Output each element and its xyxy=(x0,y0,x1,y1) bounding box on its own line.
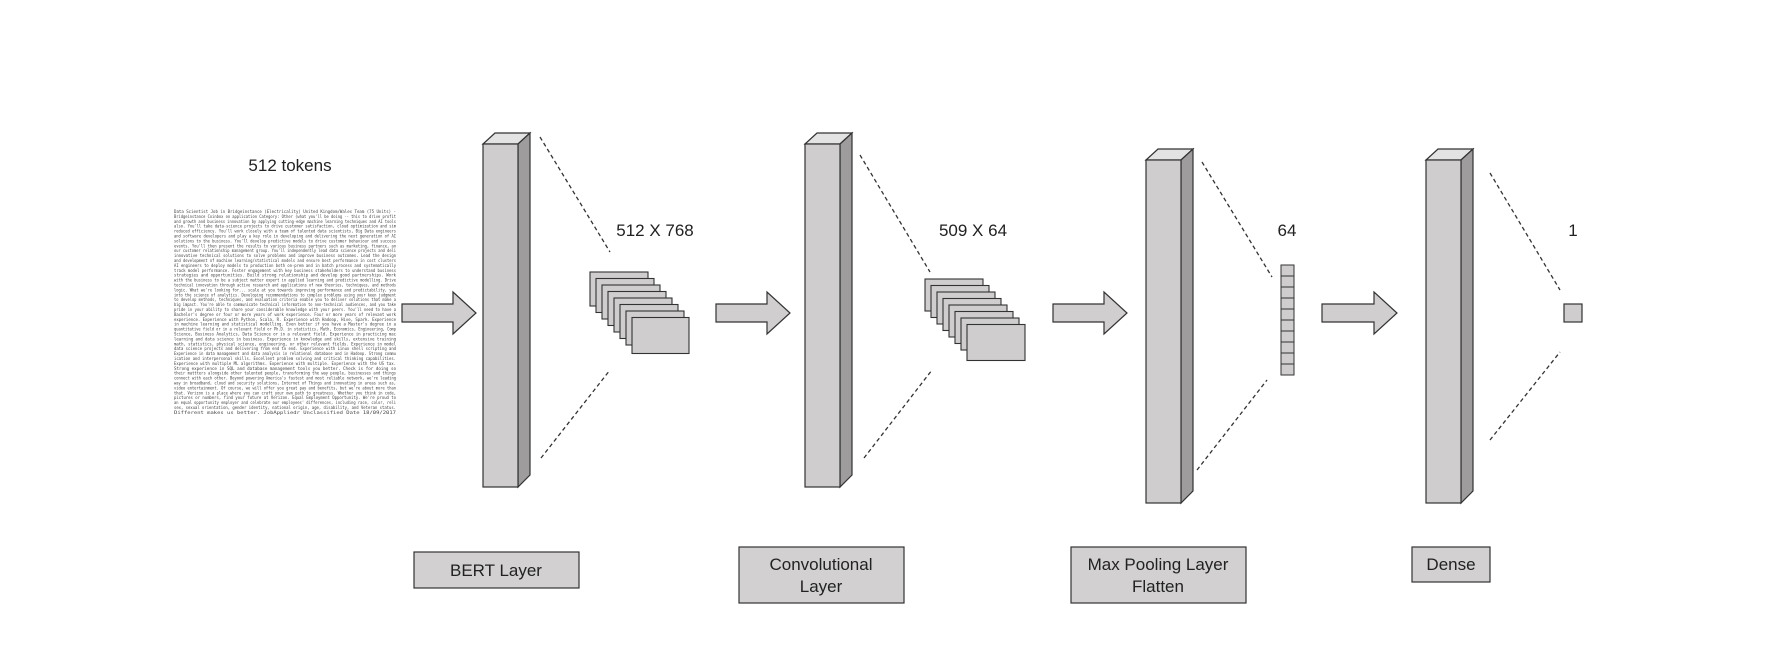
token-count-label: 512 tokens xyxy=(248,156,331,175)
input-text-line: ication and interpersonal skills. Excell… xyxy=(174,356,396,361)
dense-label: Dense xyxy=(1426,555,1475,574)
input-text-line: connect with each other. Beyond powering… xyxy=(174,376,397,381)
input-text-line: solutions to the business. You'll develo… xyxy=(174,238,397,243)
input-text-line: that. Verizon is a place where you can c… xyxy=(174,390,396,395)
input-text-line: Bridgeinstance Coinbox on application Ca… xyxy=(174,214,397,219)
input-text-line: events. You'll then present the results … xyxy=(174,243,397,248)
input-text-line: Different makes us better. JobAppliedr U… xyxy=(174,410,397,415)
bert-label-box: BERT Layer xyxy=(413,551,580,589)
dense-projection-lines xyxy=(1489,172,1561,441)
vector-cell xyxy=(1280,352,1295,365)
max-pooling-label-line-2: Flatten xyxy=(1132,577,1184,596)
dense-output-shape: 1 xyxy=(1568,221,1577,240)
input-text-line: AI engineers to deploy models to product… xyxy=(174,263,397,268)
vector-cell xyxy=(1280,286,1295,299)
bert-label: BERT Layer xyxy=(450,561,542,580)
max-pooling-block xyxy=(1144,147,1195,505)
bert-block xyxy=(481,131,532,489)
input-document: 512 tokens Data Scientist Job in Bridgei… xyxy=(174,156,397,415)
input-text-line: pictures or numbers, find your future at… xyxy=(174,395,397,400)
input-text-line: math, statistics, physical science, engi… xyxy=(174,341,397,346)
input-text-line: logic. What we're looking for... scale a… xyxy=(174,287,397,292)
vector-cell xyxy=(1280,275,1295,288)
dense-label-box: Dense xyxy=(1411,546,1491,583)
input-text-line: reduced efficiency. You'll work closely … xyxy=(174,229,397,234)
convolutional-label-line-2: Layer xyxy=(800,577,843,596)
input-text-lines: Data Scientist Job in Bridgeinstance (El… xyxy=(174,209,397,415)
input-text-line: their mattters alongside other talented … xyxy=(174,371,397,376)
flow-arrow-3 xyxy=(1052,290,1128,336)
flow-arrow-4 xyxy=(1321,290,1398,336)
flow-arrow-1 xyxy=(401,290,477,336)
input-text-line: and software developers and play a key r… xyxy=(174,234,397,239)
convolutional-block xyxy=(803,131,854,489)
max-pooling-label-box: Max Pooling Layer Flatten xyxy=(1070,546,1247,604)
input-text-line: Science, Business Analytics, Data Scienc… xyxy=(174,332,397,337)
max-pooling-output-shape: 64 xyxy=(1278,221,1297,240)
dense-block xyxy=(1424,147,1475,505)
max-pooling-projection-lines xyxy=(1196,161,1273,471)
max-pooling-label-line-1: Max Pooling Layer xyxy=(1088,555,1229,574)
convolutional-output-shape: 509 X 64 xyxy=(939,221,1007,240)
input-text-line: technical innovation through active rese… xyxy=(174,283,397,288)
input-text-line: Data Scientist Job in Bridgeinstance (El… xyxy=(174,209,396,214)
input-text-line: learning and data science in business. E… xyxy=(174,336,397,341)
input-text-line: an equal opportunity employer and celebr… xyxy=(174,400,397,405)
input-text-line: video entertainment. Of course, we will … xyxy=(174,385,397,390)
vector-cell xyxy=(1280,264,1295,277)
input-text-line: pride in your ability to share your cons… xyxy=(174,307,397,312)
input-text-line: data science projects and delivering fro… xyxy=(174,346,397,351)
output-unit xyxy=(1563,303,1583,323)
input-text-line: and growth and business innovation by ap… xyxy=(174,219,397,224)
input-text-line: way in broadband, cloud and security sol… xyxy=(174,381,396,386)
input-text-line: big impact. You're able to communicate t… xyxy=(174,302,397,307)
convolutional-label-line-1: Convolutional xyxy=(769,555,872,574)
input-text-line: our customer relationship management gro… xyxy=(174,248,397,253)
feature-map xyxy=(631,316,690,355)
convolutional-output-feature-maps xyxy=(924,278,1026,362)
convolutional-projection-lines xyxy=(859,154,933,459)
flow-arrow-2 xyxy=(715,290,791,336)
feature-map xyxy=(966,323,1026,362)
input-text-line: Bachelor's degree or four or more years … xyxy=(174,312,397,317)
vector-cell xyxy=(1280,341,1295,354)
vector-cell xyxy=(1280,330,1295,343)
vector-cell xyxy=(1280,308,1295,321)
input-text-line: into the science of analytics. Developin… xyxy=(174,292,397,297)
input-text-line: Strong experience in SQL and database ma… xyxy=(174,366,397,371)
input-text-line: innovative technical solutions to solve … xyxy=(174,253,397,258)
flatten-vector xyxy=(1280,264,1295,376)
input-text-line: also. You'll take data-science projects … xyxy=(174,224,397,229)
input-text-line: track model performance. Foster engageme… xyxy=(174,268,397,273)
input-text-line: Experience in data management and data a… xyxy=(174,351,397,356)
input-text-line: with the business to be a subject matter… xyxy=(174,278,397,283)
convolutional-label-box: Convolutional Layer xyxy=(738,546,905,604)
input-text-line: to develop methods, techniques, and eval… xyxy=(174,297,397,302)
bert-output-feature-maps xyxy=(589,271,690,355)
input-text-line: and development of machine learning/stat… xyxy=(174,258,397,263)
input-text-line: quantitative field or in a relevant fiel… xyxy=(174,327,397,332)
input-text-line: strategies and opportunities. Build stro… xyxy=(174,273,397,278)
input-text-line: sex, sexual orientation, gender identity… xyxy=(174,405,396,410)
vector-cell xyxy=(1280,297,1295,310)
input-text-line: Experience with multiple ML algorithms. … xyxy=(174,361,396,366)
vector-cell xyxy=(1280,319,1295,332)
input-text-line: in machine learning and statistical mode… xyxy=(174,322,397,327)
vector-cell xyxy=(1280,363,1295,376)
input-text-line: experience. Experience with Python, Scal… xyxy=(174,317,397,322)
bert-projection-lines xyxy=(539,136,611,459)
bert-output-shape: 512 X 768 xyxy=(616,221,694,240)
